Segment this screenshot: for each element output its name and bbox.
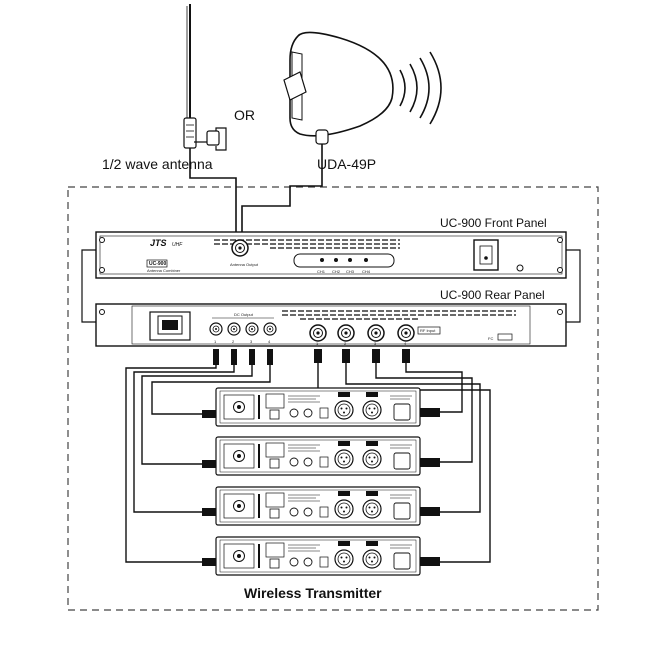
dc-num-2: 2 bbox=[232, 339, 235, 344]
model-sub-label: Antenna Combiner bbox=[147, 268, 181, 273]
transmitter-unit-4 bbox=[216, 537, 420, 575]
tx-dc-plugs bbox=[202, 410, 218, 566]
dc-cable-plugs bbox=[213, 349, 273, 365]
wireless-transmitter-label: Wireless Transmitter bbox=[244, 585, 382, 601]
tx-rf-plugs bbox=[420, 408, 440, 566]
dc-num-1: 1 bbox=[214, 339, 217, 344]
rf-num-4: 4 bbox=[404, 341, 407, 346]
rf-num-3: 3 bbox=[374, 341, 377, 346]
rf-input-label: RF Input bbox=[420, 328, 436, 333]
uc-900-front-panel bbox=[95, 231, 567, 279]
dc-output-label: DC Output bbox=[234, 312, 254, 317]
rf-num-2: 2 bbox=[344, 341, 347, 346]
antenna-output-label: Antenna Output bbox=[230, 262, 259, 267]
rf-cables bbox=[317, 363, 491, 563]
transmitter-unit-3 bbox=[216, 487, 420, 525]
antenna-cable bbox=[189, 148, 237, 236]
rf-cable-plugs bbox=[314, 349, 410, 363]
rear-panel-label: UC-900 Rear Panel bbox=[440, 288, 545, 302]
uda-cable bbox=[241, 144, 323, 236]
ch3-label: CH3 bbox=[346, 269, 355, 274]
left-rack-bracket bbox=[81, 249, 96, 323]
brand-sub-label: UHF bbox=[172, 242, 183, 248]
fc-mark: FC bbox=[488, 336, 493, 341]
ch2-label: CH2 bbox=[332, 269, 341, 274]
model-badge-frame bbox=[146, 259, 168, 268]
transmitter-unit-1 bbox=[216, 388, 420, 426]
antenna-label: 1/2 wave antenna bbox=[102, 156, 213, 172]
dc-num-3: 3 bbox=[250, 339, 253, 344]
uda-label: UDA-49P bbox=[317, 156, 376, 172]
front-panel-label: UC-900 Front Panel bbox=[440, 216, 547, 230]
right-rack-bracket bbox=[566, 249, 581, 323]
uda-49p-antenna-icon bbox=[283, 31, 442, 145]
dc-power-cables bbox=[125, 365, 271, 563]
rf-num-1: 1 bbox=[316, 341, 319, 346]
transmitter-unit-2 bbox=[216, 437, 420, 475]
uc-900-rear-panel bbox=[95, 303, 567, 347]
ch1-label: CH1 bbox=[317, 269, 326, 274]
ch4-label: CH4 bbox=[362, 269, 371, 274]
half-wave-antenna-icon bbox=[183, 4, 227, 151]
model-badge: UC-900 bbox=[149, 261, 166, 267]
system-boundary bbox=[67, 186, 599, 611]
brand-logo: JTS bbox=[150, 238, 167, 248]
or-label: OR bbox=[234, 107, 255, 123]
dc-num-4: 4 bbox=[268, 339, 271, 344]
